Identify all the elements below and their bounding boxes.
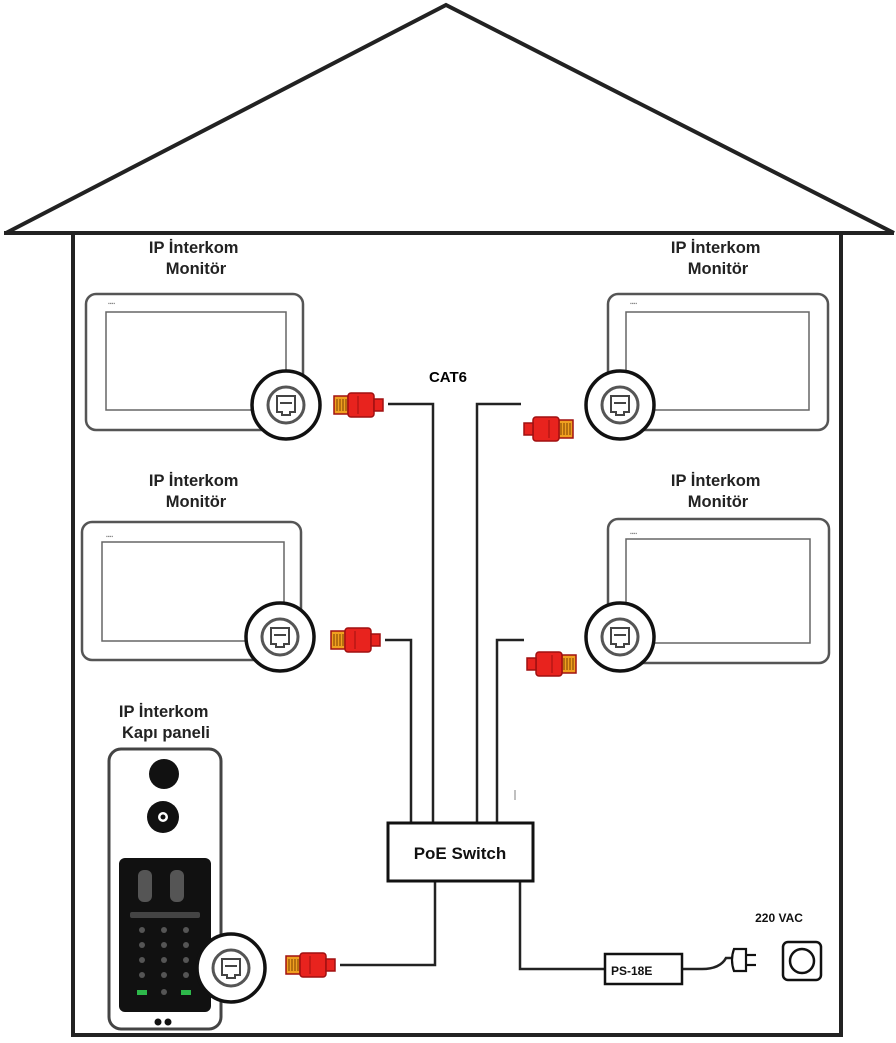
monitor-label: IP İnterkom Monitör — [149, 239, 243, 278]
switch-label: PoE Switch — [414, 844, 507, 863]
poe-switch: PoE Switch — [386, 821, 535, 883]
door-panel: IP İnterkom Kapı paneli — [107, 703, 267, 1031]
monitor-indicator: ▪▪▪▪ — [108, 301, 115, 307]
house-roof — [5, 2, 895, 235]
cable-power-supply — [518, 881, 606, 971]
monitor-top-left: ▪▪▪▪ IP İnterkom Monitör — [84, 239, 322, 441]
keypad-panel — [119, 858, 211, 1012]
switch-box — [386, 821, 535, 883]
keypad-icon — [130, 870, 200, 995]
power-supply: PS-18E — [603, 952, 684, 986]
ethernet-plug-icon — [523, 416, 574, 442]
ethernet-plug-icon — [285, 952, 336, 978]
mains-label: 220 VAC — [755, 911, 803, 925]
plug-icon — [730, 947, 756, 973]
rj45-port-icon — [584, 601, 656, 673]
rj45-port-icon — [195, 932, 267, 1004]
cable-door-panel — [340, 881, 437, 967]
monitor-label: IP İnterkom Monitör — [149, 472, 243, 511]
monitor-indicator: ▪▪▪▪ — [106, 534, 113, 540]
rj45-port-icon — [244, 601, 316, 673]
monitor-screen — [625, 538, 811, 644]
camera-icon — [149, 759, 179, 789]
monitor-screen — [625, 311, 810, 411]
ethernet-plug-icon — [333, 392, 384, 418]
rj45-port-icon — [584, 369, 656, 441]
cable-label: CAT6 — [429, 369, 467, 386]
wall-socket-icon — [781, 940, 823, 982]
cable-top-right — [475, 402, 521, 823]
ethernet-plug-icon — [330, 627, 381, 653]
monitor-indicator: ▪▪▪▪ — [630, 301, 637, 307]
cable-mid-right — [495, 638, 524, 823]
monitor-indicator: ▪▪▪▪ — [630, 531, 637, 537]
cable-mains — [682, 956, 734, 971]
door-panel-label: IP İnterkom Kapı paneli — [119, 703, 213, 742]
power-supply-label: PS-18E — [611, 964, 652, 978]
ethernet-plug-icon — [526, 651, 577, 677]
cables — [340, 402, 734, 971]
house-outline — [4, 2, 895, 1037]
monitor-mid-right: ▪▪▪▪ IP İnterkom Monitör — [584, 472, 831, 673]
monitor-label: IP İnterkom Monitör — [671, 472, 765, 511]
rj45-port-icon — [250, 369, 322, 441]
monitor-mid-left: ▪▪▪▪ IP İnterkom Monitör — [80, 472, 316, 673]
cable-mid-left — [385, 638, 413, 823]
monitor-top-right: ▪▪▪▪ IP İnterkom Monitör — [584, 239, 830, 441]
cable-top-left — [388, 402, 435, 823]
monitor-label: IP İnterkom Monitör — [671, 239, 765, 278]
power-supply-box — [603, 952, 684, 986]
